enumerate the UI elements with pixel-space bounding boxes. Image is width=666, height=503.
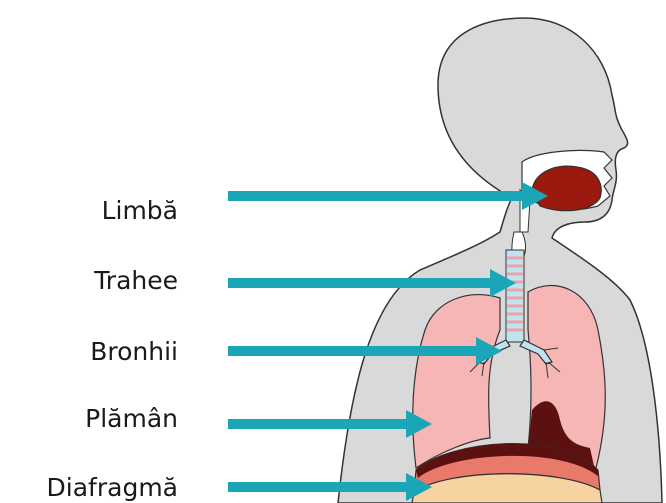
label-bronchi: Bronhii bbox=[90, 337, 178, 367]
label-trachea: Trahee bbox=[94, 266, 178, 296]
tongue-organ bbox=[532, 166, 601, 211]
label-diaphragm: Diafragmă bbox=[47, 473, 178, 503]
trachea-tube bbox=[506, 250, 524, 342]
label-tongue: Limbă bbox=[102, 196, 178, 226]
label-lung: Plămân bbox=[85, 404, 178, 434]
body-silhouette bbox=[338, 18, 662, 503]
